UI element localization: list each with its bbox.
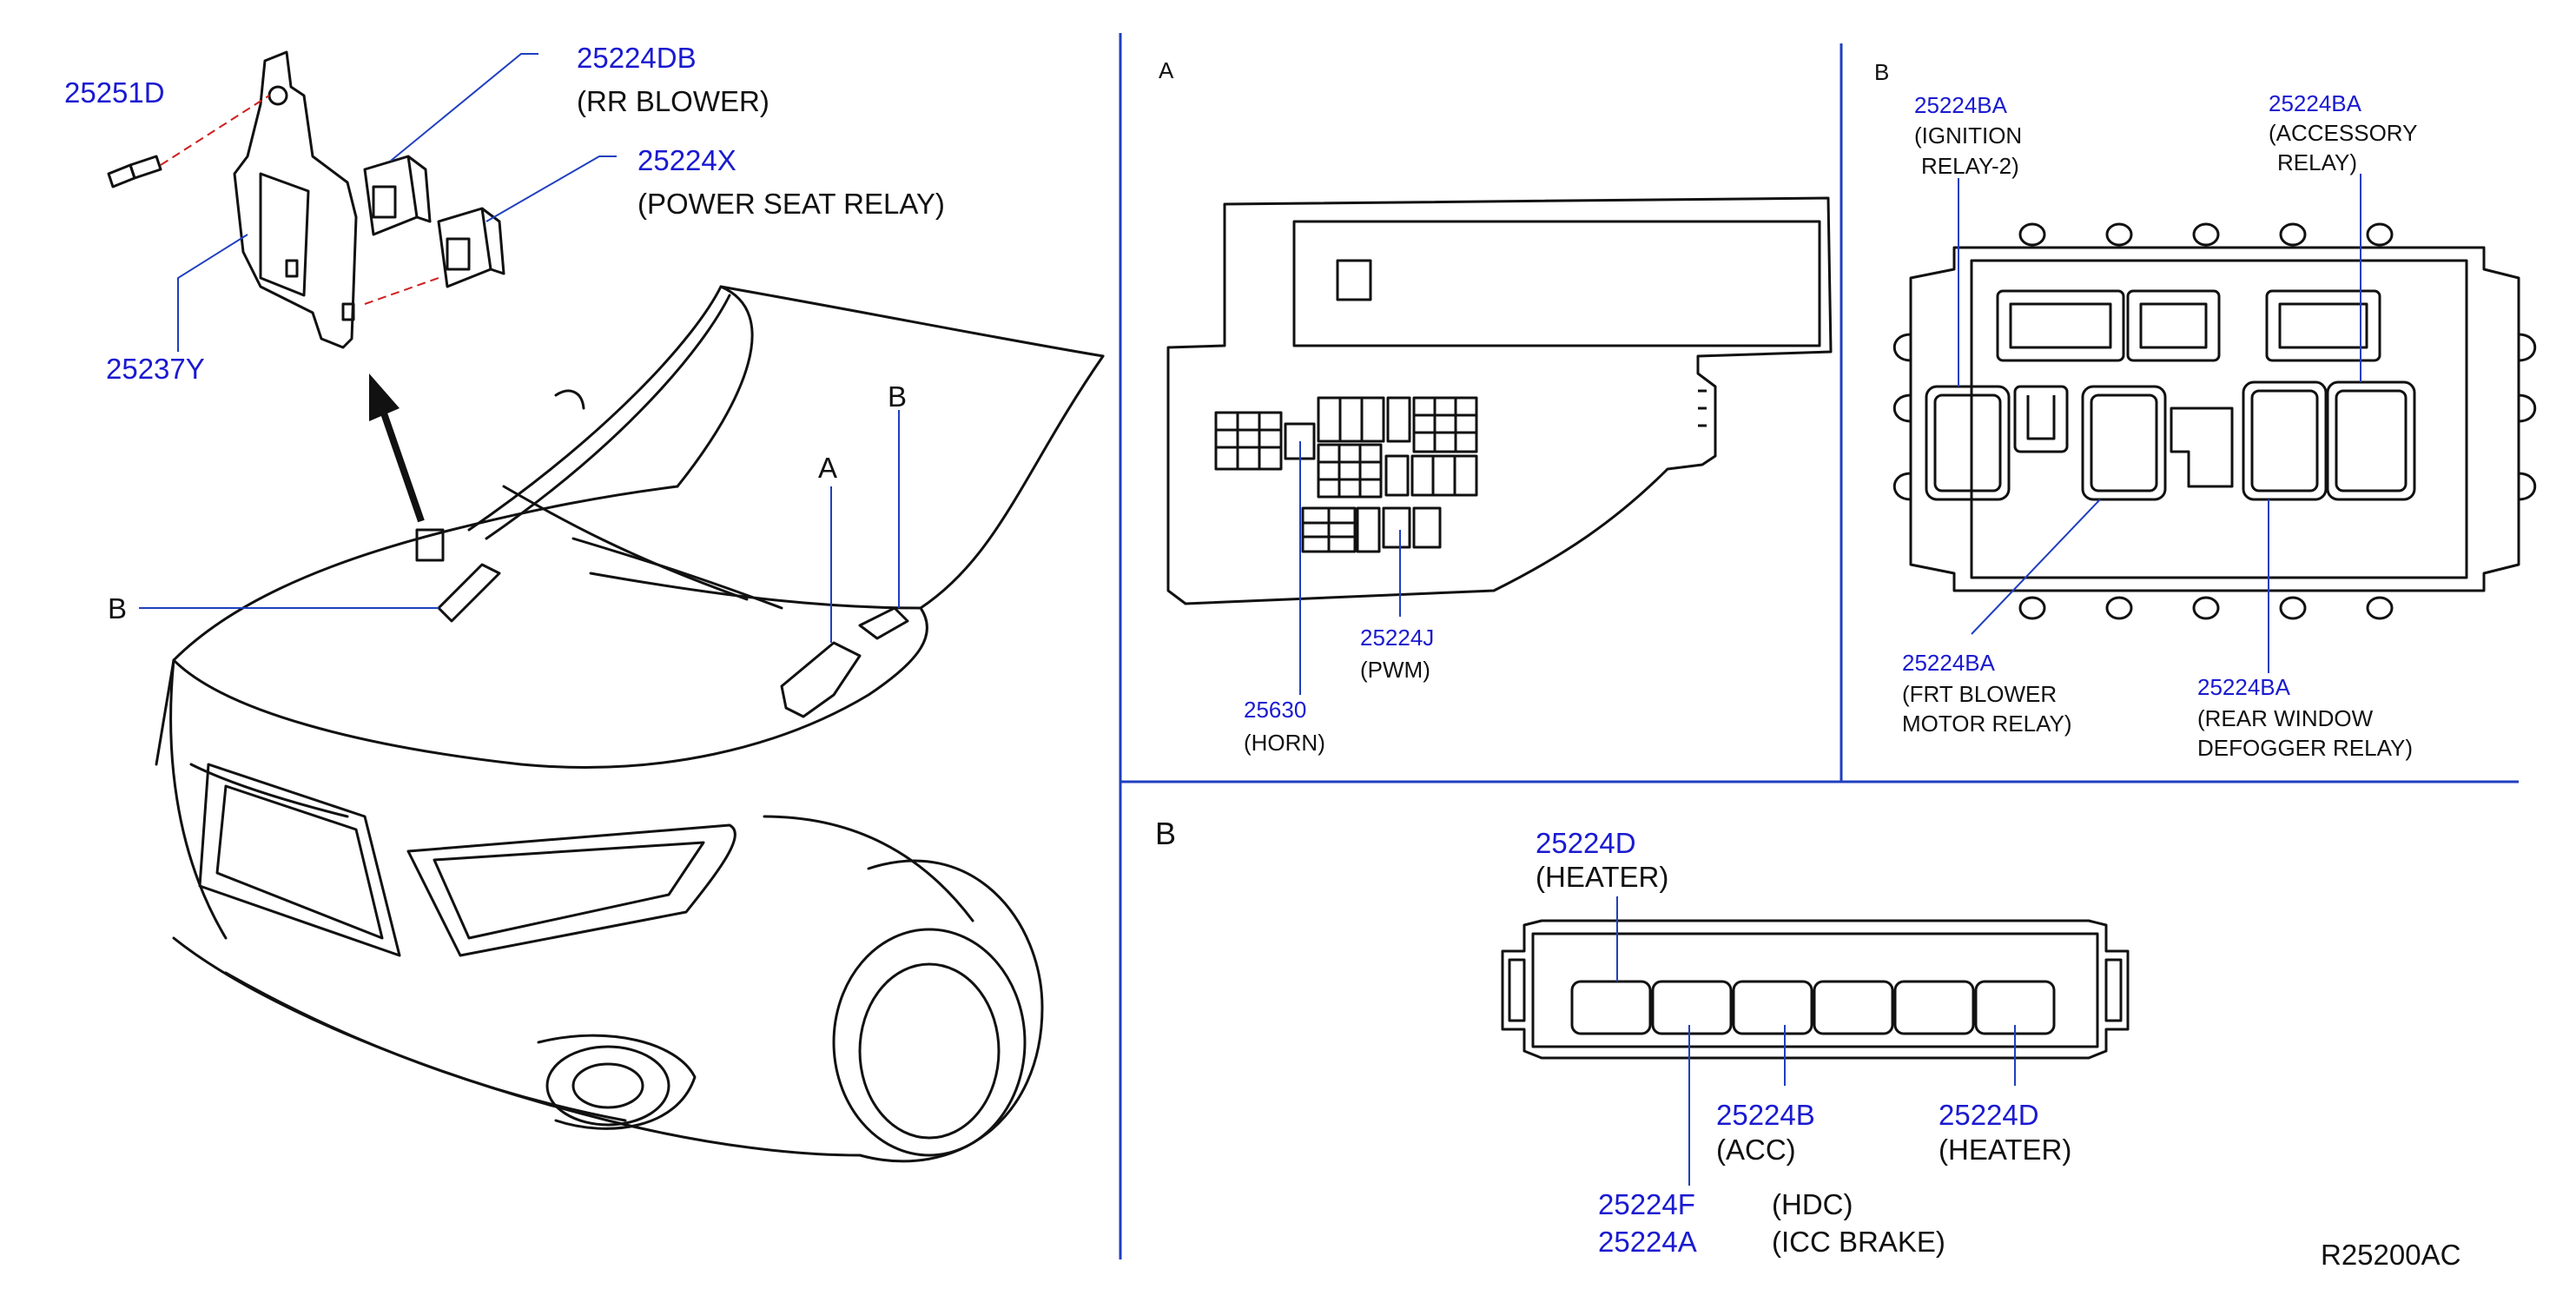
label-rear-defogger-line2: DEFOGGER RELAY) [2197,735,2413,761]
label-ignition-line2: RELAY-2) [1921,153,2019,179]
label-pwm: (PWM) [1360,657,1430,683]
label-icc-brake: (ICC BRAKE) [1772,1226,1945,1258]
label-heater-right: (HEATER) [1939,1134,2071,1166]
label-frt-blower-line2: MOTOR RELAY) [1902,711,2072,737]
assembly-guides [160,95,439,305]
left-leaders [139,53,900,643]
label-acc: (ACC) [1716,1134,1796,1166]
part-number-25224d-right: 25224D [1939,1099,2039,1131]
panel-b-top-labels: B 25224BA (IGNITION RELAY-2) 25224BA (AC… [1874,59,2417,761]
panel-a-title: A [1159,57,1174,83]
label-heater-top: (HEATER) [1536,861,1668,893]
panel-b-bottom-leaders [1616,896,2016,1186]
callout-a: A [818,452,837,484]
part-number-25251d: 25251D [64,76,165,109]
left-labels: 25251D 25224DB (RR BLOWER) 25224X (POWER… [64,42,945,625]
part-number-25630: 25630 [1244,697,1306,723]
panel-dividers [1119,33,2519,1259]
label-horn: (HORN) [1244,730,1325,756]
drawing-id: R25200AC [2321,1239,2460,1271]
part-number-accessory-relay: 25224BA [2269,90,2362,116]
label-accessory-line1: (ACCESSORY [2269,120,2417,146]
panel-b-top-leaders [1958,174,2361,673]
part-number-25224f: 25224F [1598,1188,1695,1220]
part-number-25224db: 25224DB [577,42,697,74]
fuse-box-a [1166,196,1833,605]
panel-b-top-title: B [1874,59,1889,85]
relay-bracket [107,50,505,349]
label-ignition-line1: (IGNITION [1914,122,2022,149]
label-power-seat-relay: (POWER SEAT RELAY) [637,188,945,220]
part-number-ignition-relay: 25224BA [1914,92,2008,118]
part-number-25224d-top: 25224D [1536,827,1636,859]
relay-block-b [1892,222,2537,620]
label-accessory-line2: RELAY) [2277,149,2357,175]
part-number-25224a: 25224A [1598,1226,1697,1258]
label-hdc: (HDC) [1772,1188,1853,1220]
part-number-25224b: 25224B [1716,1099,1815,1131]
part-number-frt-blower-relay: 25224BA [1902,650,1996,676]
label-rear-defogger-line1: (REAR WINDOW [2197,705,2374,731]
part-number-25224x: 25224X [637,144,736,176]
part-number-25237y: 25237Y [106,353,205,385]
label-frt-blower-line1: (FRT BLOWER [1902,681,2057,707]
panel-b-bottom-title: B [1155,816,1176,851]
part-number-25224j: 25224J [1360,625,1434,651]
label-rr-blower: (RR BLOWER) [577,85,769,117]
direction-arrow [369,373,425,523]
panel-b-bottom-labels: B 25224D (HEATER) 25224B (ACC) 25224D (H… [1155,816,2071,1258]
relay-strip-b [1501,919,2130,1060]
callout-b-hood: B [888,380,907,413]
part-number-rear-defogger-relay: 25224BA [2197,674,2291,700]
vehicle-illustration [155,285,1105,1163]
panel-a-labels: A 25224J (PWM) 25630 (HORN) [1159,57,1434,756]
panel-a-leaders [1299,441,1401,695]
callout-b-left: B [108,592,127,625]
